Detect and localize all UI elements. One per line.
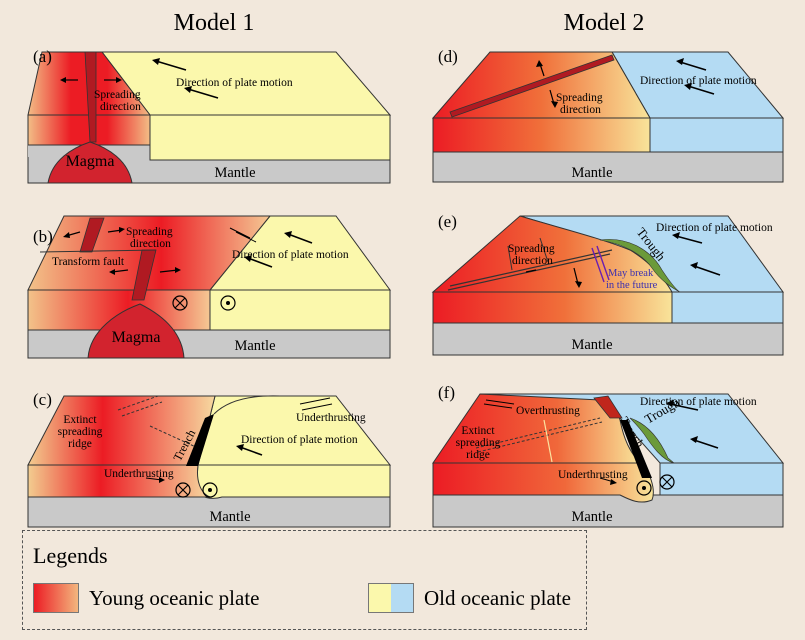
cross-symbol xyxy=(175,482,191,498)
ridge xyxy=(84,51,97,143)
panel-e-label: (e) xyxy=(438,212,457,231)
mantle-layer xyxy=(432,494,784,528)
diagram-canvas: Model 1 Model 2 (a) Spreading direction … xyxy=(27,10,785,528)
panel-b-label: (b) xyxy=(33,227,53,246)
spreading-label-1: Spreading xyxy=(94,89,141,101)
old-plate-top xyxy=(197,395,392,466)
spreading-label-1: Spreading xyxy=(126,226,173,238)
young-plate-swatch xyxy=(33,583,79,613)
mantle-label: Mantle xyxy=(214,165,255,181)
mantle-layer xyxy=(27,329,391,359)
young-plate-legend-label: Young oceanic plate xyxy=(89,586,260,610)
ridge-segment-1 xyxy=(79,217,105,253)
old-plate-swatch xyxy=(368,583,414,613)
extinct-label-3: ridge xyxy=(466,449,490,461)
motion-label: Direction of plate motion xyxy=(232,249,349,261)
magma-chamber xyxy=(47,141,133,184)
cross-symbol xyxy=(659,474,675,490)
old-plate-side xyxy=(649,117,784,153)
spreading-label-2: direction xyxy=(100,101,141,113)
dot-symbol xyxy=(220,295,236,311)
trench xyxy=(186,414,214,466)
extinct-label-1: Extinct xyxy=(461,425,495,437)
old-plate-side xyxy=(209,289,391,331)
magma-chamber xyxy=(87,303,185,359)
young-plate-side xyxy=(432,291,673,324)
motion-label: Direction of plate motion xyxy=(241,434,358,446)
panel-d: (d) Spreading direction Direction of pla… xyxy=(431,47,785,183)
extinct-label-2: spreading xyxy=(456,437,501,449)
young-plate-top xyxy=(431,215,673,293)
underthrusting-top-label: Underthrusting xyxy=(296,412,366,424)
panel-d-label: (d) xyxy=(438,47,458,66)
extinct-label-3: ridge xyxy=(68,438,92,450)
trough xyxy=(599,239,681,293)
may-break-label-1: May break xyxy=(608,268,654,279)
panel-a-label: (a) xyxy=(33,47,52,66)
model-1-title: Model 1 xyxy=(174,10,255,36)
transform-fault xyxy=(39,249,157,253)
spreading-label-2: direction xyxy=(130,238,171,250)
spreading-label-1: Spreading xyxy=(508,243,555,255)
old-plate-legend-label: Old oceanic plate xyxy=(424,586,571,610)
old-plate-side xyxy=(195,464,391,499)
trough xyxy=(629,417,675,464)
underthrusting-side-label: Underthrusting xyxy=(104,468,174,480)
extinct-label-2: spreading xyxy=(58,426,103,438)
old-plate-side xyxy=(149,114,391,161)
mantle-label: Mantle xyxy=(571,509,612,525)
mantle-label: Mantle xyxy=(571,337,612,353)
panel-e: (e) Spreading direction Direction of pla… xyxy=(431,212,784,356)
spreading-label-2: direction xyxy=(512,255,553,267)
future-break-line xyxy=(591,245,610,283)
old-plate-side xyxy=(671,291,784,324)
panel-b: (b) Spreading direction Transform fault … xyxy=(27,215,391,359)
panel-c-label: (c) xyxy=(33,390,52,409)
mantle-layer xyxy=(432,151,784,183)
old-plate-side xyxy=(659,462,784,496)
mantle-label: Mantle xyxy=(571,165,612,181)
panel-a: (a) Spreading direction Direction of pla… xyxy=(27,47,392,184)
extinct-ridge xyxy=(117,395,199,449)
transform-fault-label: Transform fault xyxy=(52,256,125,268)
spreading-label-2: direction xyxy=(560,104,601,116)
motion-label: Direction of plate motion xyxy=(640,396,757,408)
cross-symbol xyxy=(172,295,188,311)
overthrusting-label: Overthrusting xyxy=(516,405,580,417)
magma-label: Magma xyxy=(112,329,161,346)
extinct-label-1: Extinct xyxy=(63,414,97,426)
dot-symbol xyxy=(636,480,652,496)
extinct-ridge xyxy=(475,417,603,453)
motion-label: Direction of plate motion xyxy=(656,222,773,234)
mantle-label: Mantle xyxy=(209,509,250,525)
may-break-label-2: in the future xyxy=(606,280,658,291)
underthrusting-label: Underthrusting xyxy=(558,469,628,481)
model-2-title: Model 2 xyxy=(564,10,645,36)
dot-symbol xyxy=(202,482,218,498)
panel-f-label: (f) xyxy=(438,383,455,402)
mantle-layer xyxy=(432,322,784,356)
panel-f: (f) Overthrusting Direction of plate mot… xyxy=(432,383,785,528)
ridge xyxy=(449,54,615,118)
legend-title: Legends xyxy=(33,543,108,568)
motion-label: Direction of plate motion xyxy=(176,77,293,89)
legend-box: Legends Young oceanic plate Old oceanic … xyxy=(22,530,587,630)
panel-c: (c) Extinct spreading ridge Trench Under… xyxy=(27,390,392,528)
mantle-label: Mantle xyxy=(234,338,275,354)
magma-label: Magma xyxy=(66,153,115,170)
young-plate-side xyxy=(432,117,651,153)
trench xyxy=(620,420,652,478)
motion-label: Direction of plate motion xyxy=(640,75,757,87)
spreading-label-1: Spreading xyxy=(556,92,603,104)
